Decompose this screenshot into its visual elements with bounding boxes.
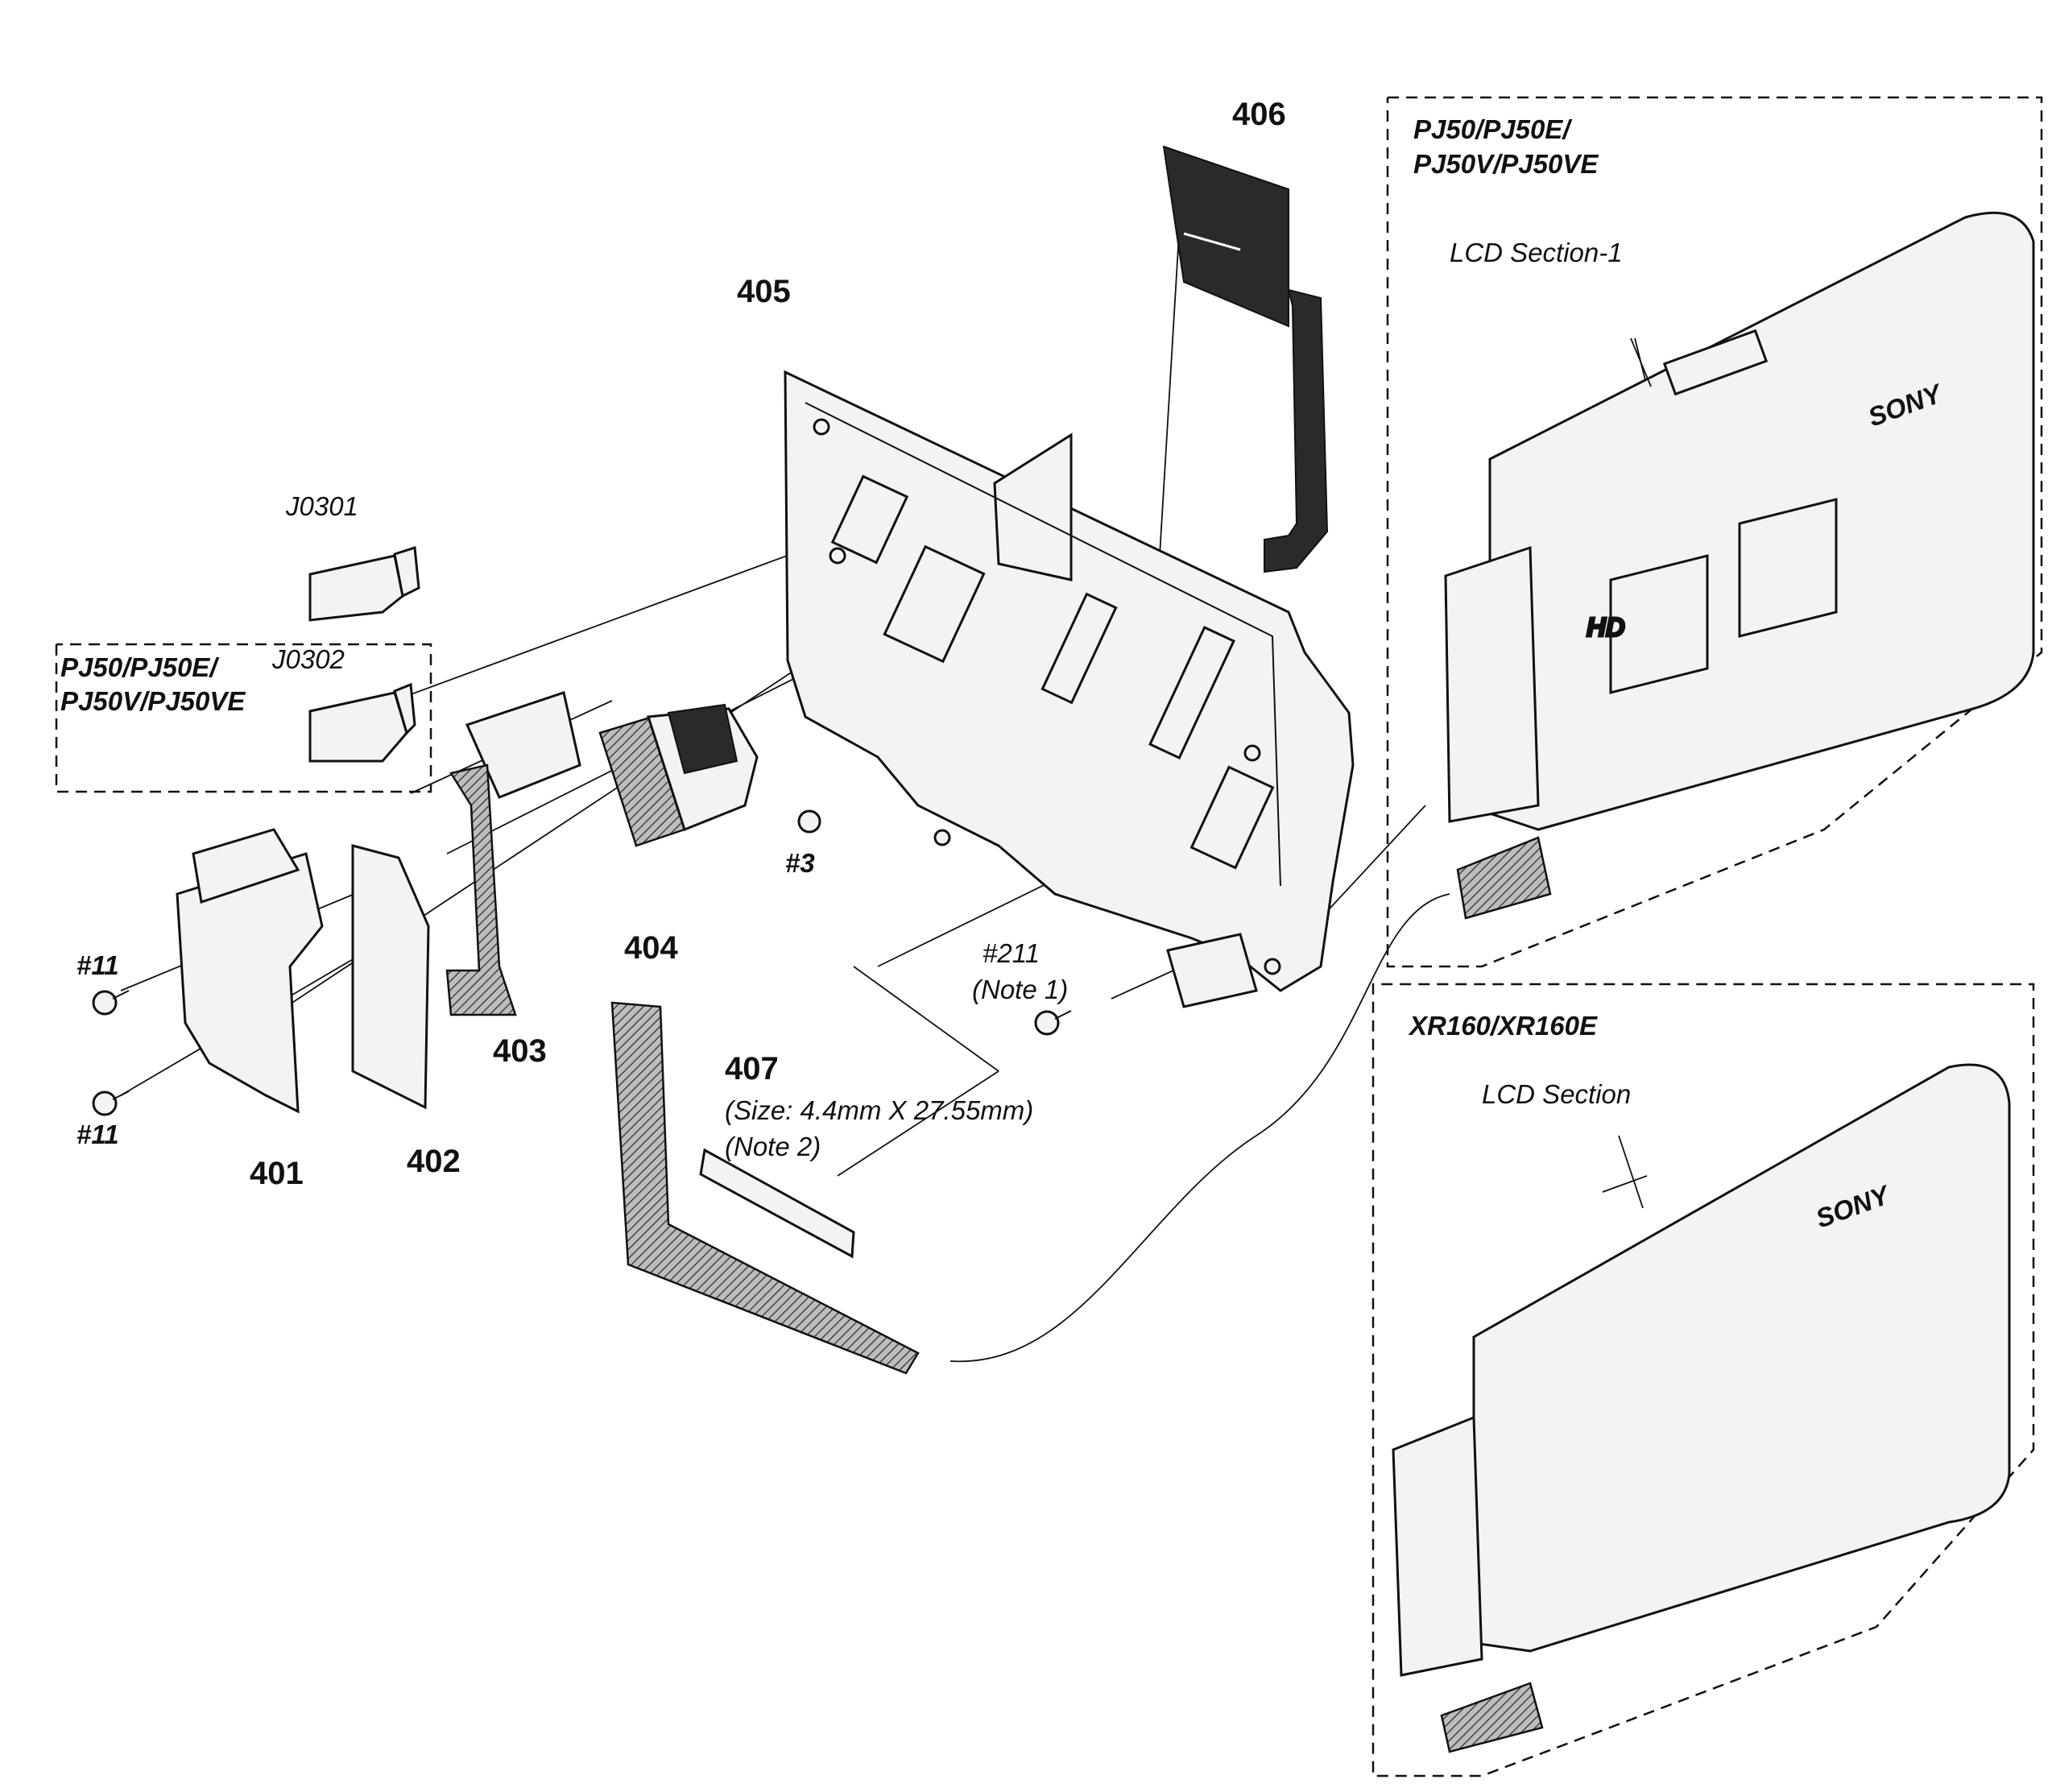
right-top-model-group-box	[1386, 96, 2043, 968]
left-box-models-line2: PJ50V/PJ50VE	[60, 686, 246, 716]
right-top-section-label: LCD Section-1	[1450, 238, 1623, 267]
right-bottom-model-group-box	[1371, 983, 2035, 1778]
right-top-models-line2: PJ50V/PJ50VE	[1413, 149, 1599, 179]
lcd-section-1-unit	[1444, 211, 2035, 920]
part-401-bracket	[176, 828, 324, 1114]
screw-11-b-icon	[92, 1091, 130, 1116]
right-bottom-models-line1: XR160/XR160E	[1408, 1011, 1598, 1041]
part-403-flex	[445, 691, 581, 1016]
part-label-403: 403	[493, 1033, 547, 1069]
connector-j0302	[308, 682, 416, 763]
part-label-404: 404	[624, 930, 678, 966]
part-402-sheet	[351, 844, 430, 1110]
note-1-label: (Note 1)	[972, 975, 1068, 1004]
left-model-group-box	[55, 643, 432, 793]
hd-logo: HD	[1587, 612, 1625, 642]
part-407-cable	[610, 1001, 920, 1375]
right-top-models-line1: PJ50/PJ50E/	[1413, 114, 1573, 144]
screw-11-a-icon	[92, 990, 130, 1016]
connector-j0301	[308, 546, 420, 622]
connector-label-j0302: J0302	[271, 644, 345, 674]
screw-3-icon	[797, 809, 821, 834]
part-404-connector-block	[598, 703, 759, 847]
lcd-section-unit	[1392, 1063, 2011, 1753]
screw-label-3: #3	[785, 848, 815, 878]
connector-label-j0301: J0301	[285, 491, 358, 521]
section-1-leader	[1630, 337, 1652, 387]
section-leader	[1618, 1135, 1644, 1209]
screw-label-11-a: #11	[77, 950, 119, 980]
part-label-401: 401	[250, 1156, 304, 1191]
part-label-407: 407	[725, 1051, 779, 1086]
screw-211-icon	[1034, 1010, 1072, 1036]
part-label-406: 406	[1232, 97, 1286, 132]
part-label-402: 402	[407, 1144, 461, 1179]
note-2-label: (Note 2)	[725, 1132, 821, 1161]
left-box-models-line1: PJ50/PJ50E/	[60, 652, 220, 682]
part-label-405: 405	[737, 274, 791, 309]
part-405-main-frame	[784, 370, 1355, 1008]
part-406-flex-sheet	[1162, 145, 1329, 573]
screw-label-11-b: #11	[77, 1119, 119, 1149]
right-bottom-section-label: LCD Section	[1482, 1079, 1631, 1109]
screw-label-211: #211	[983, 938, 1040, 968]
size-407-label: (Size: 4.4mm X 27.55mm)	[725, 1095, 1033, 1125]
